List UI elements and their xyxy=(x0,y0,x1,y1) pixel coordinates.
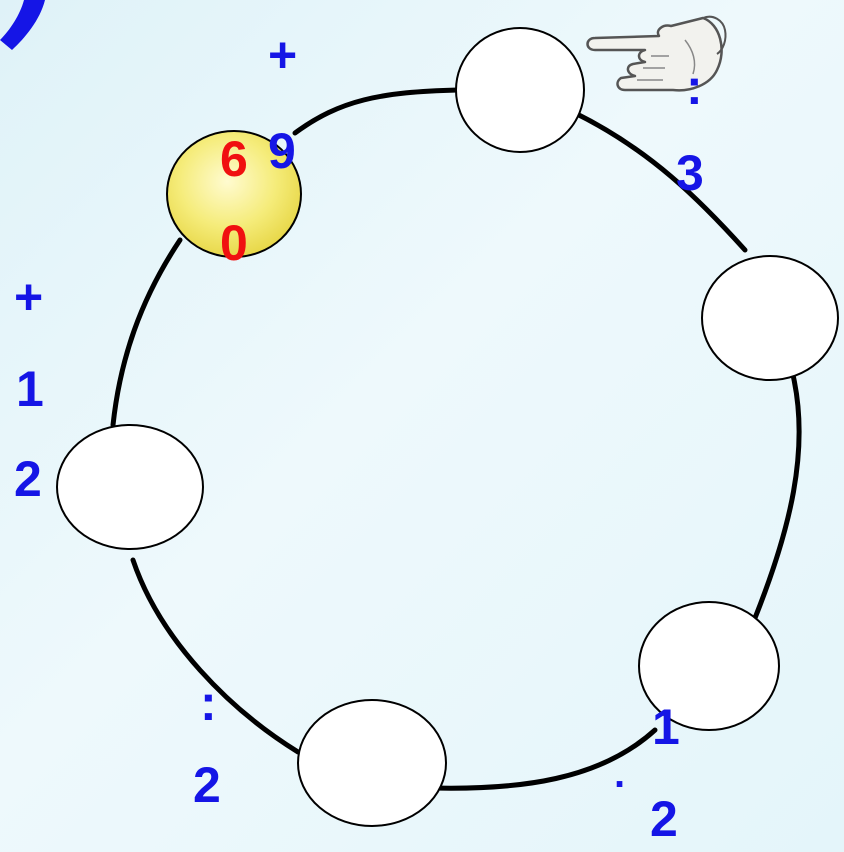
op-top-sign: + xyxy=(268,27,298,83)
start-digit-0: 0 xyxy=(220,215,248,271)
op-top-digit: 9 xyxy=(268,123,296,179)
op-bottom-left-sign: : xyxy=(200,675,217,731)
node-bottom xyxy=(297,699,447,827)
op-bottom-right-dot: . xyxy=(614,752,626,796)
connector-right xyxy=(752,372,802,621)
connector-lines xyxy=(110,87,802,791)
node-start xyxy=(166,130,302,258)
op-bottom-right-digit-1: 1 xyxy=(652,699,680,755)
pointing-hand-icon xyxy=(586,15,727,92)
node-left xyxy=(56,424,204,550)
node-right xyxy=(701,255,839,381)
op-bottom-right-digit-2: 2 xyxy=(650,791,678,847)
corner-arc-icon xyxy=(0,0,45,50)
start-digit-6: 6 xyxy=(220,131,248,187)
node-top xyxy=(455,27,585,153)
node-bottom-right xyxy=(638,601,780,731)
op-left-digit-2: 2 xyxy=(14,451,42,507)
connector-bottom-right xyxy=(429,727,658,791)
connector-left xyxy=(110,237,183,428)
op-bottom-left-digit: 2 xyxy=(193,757,221,813)
op-top-right-sign: : xyxy=(686,59,703,115)
op-top-right-digit: 3 xyxy=(676,145,704,201)
connector-bottom-left xyxy=(130,557,301,755)
connector-top-right xyxy=(572,110,748,253)
op-left-sign: + xyxy=(14,269,44,325)
connector-top xyxy=(292,87,461,136)
op-left-digit-1: 1 xyxy=(16,361,44,417)
